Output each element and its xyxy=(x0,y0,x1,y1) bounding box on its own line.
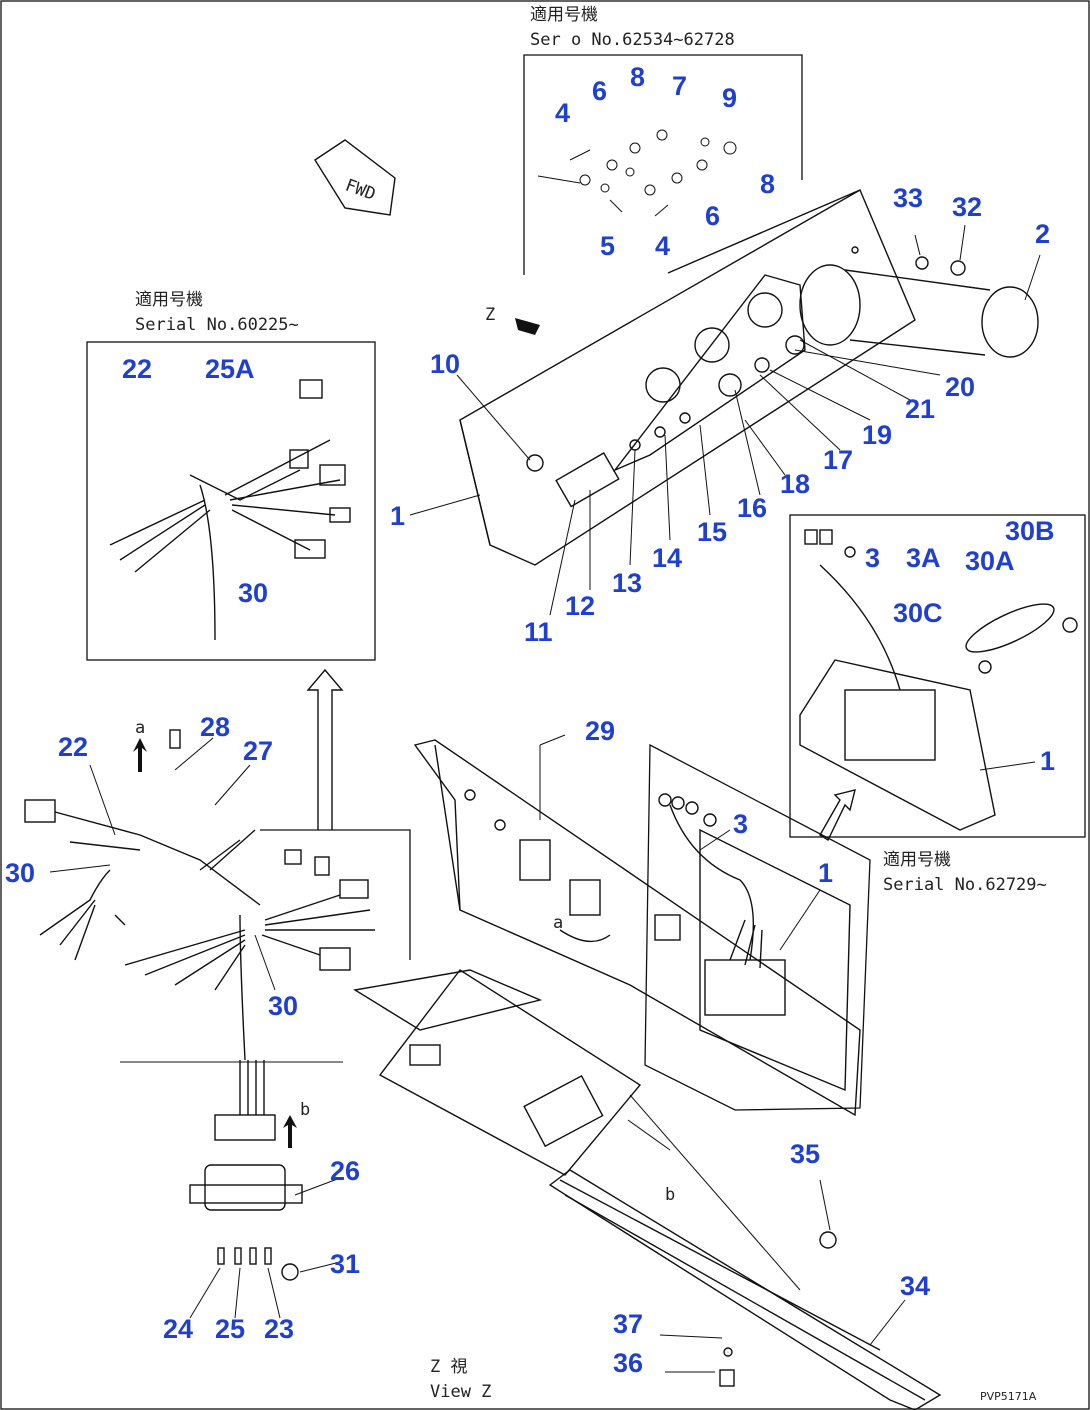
callout-35: 35 xyxy=(790,1139,820,1169)
right-inset-serial: Serial No.62729~ xyxy=(883,875,1047,895)
callout-30-left: 30 xyxy=(5,858,35,888)
callout-20: 20 xyxy=(945,372,975,402)
fwd-arrow: FWD xyxy=(314,139,396,216)
z-marker: Z xyxy=(485,305,495,325)
callout-9: 9 xyxy=(722,83,737,113)
left-inset-frame xyxy=(86,341,376,661)
callout-3-lower: 3 xyxy=(733,809,748,839)
callout-16: 16 xyxy=(737,493,767,523)
callout-36: 36 xyxy=(613,1348,643,1378)
callout-22-inset: 22 xyxy=(122,354,152,384)
callout-8: 8 xyxy=(630,62,645,92)
lower-leaders xyxy=(539,734,1036,1373)
callout-1-top: 1 xyxy=(390,501,405,531)
callout-6b: 6 xyxy=(705,201,720,231)
right-inset-harness xyxy=(799,529,1078,831)
callout-13: 13 xyxy=(612,568,642,598)
dashboard-leaders xyxy=(409,224,1041,616)
top-inset-jp-label: 適用号機 xyxy=(530,5,598,25)
main-harness xyxy=(24,729,375,1141)
callout-29: 29 xyxy=(585,716,615,746)
callout-1-right: 1 xyxy=(1040,746,1055,776)
callout-34: 34 xyxy=(900,1271,930,1301)
arrow-a-up xyxy=(133,738,147,772)
callout-1-lower: 1 xyxy=(818,858,833,888)
marker-a-upper: a xyxy=(135,718,145,738)
callout-5: 5 xyxy=(600,231,615,261)
connector-26 xyxy=(189,1164,303,1281)
callout-18: 18 xyxy=(780,469,810,499)
callout-27: 27 xyxy=(243,736,273,766)
callout-10: 10 xyxy=(430,349,460,379)
gauge-lens xyxy=(799,264,1039,358)
callout-7: 7 xyxy=(672,71,687,101)
left-inset-jp-label: 適用号機 xyxy=(135,290,203,310)
right-inset-arrow xyxy=(819,789,856,842)
callout-8b: 8 xyxy=(760,169,775,199)
callout-6: 6 xyxy=(592,76,607,106)
callout-37: 37 xyxy=(613,1309,643,1339)
callout-30C: 30C xyxy=(893,598,943,628)
callout-11: 11 xyxy=(524,617,553,647)
callout-14: 14 xyxy=(652,543,682,573)
callout-15: 15 xyxy=(697,517,727,547)
lower-inset-harness xyxy=(658,793,851,1092)
lower-inset-frame xyxy=(644,743,871,1111)
callout-19: 19 xyxy=(862,420,892,450)
callout-33: 33 xyxy=(893,183,923,213)
callout-4: 4 xyxy=(555,98,570,128)
right-inset-frame xyxy=(789,514,1086,838)
callout-31: 31 xyxy=(330,1249,360,1279)
callout-26: 26 xyxy=(330,1156,360,1186)
callout-30-inset: 30 xyxy=(238,578,268,608)
callout-21: 21 xyxy=(905,394,935,424)
marker-b-upper: b xyxy=(300,1100,310,1120)
callout-4b: 4 xyxy=(655,231,670,261)
callout-24: 24 xyxy=(163,1314,193,1344)
callout-3A: 3A xyxy=(906,543,941,573)
marker-b-lower: b xyxy=(665,1185,675,1205)
right-inset-jp-label: 適用号機 xyxy=(883,850,951,870)
callout-23: 23 xyxy=(264,1314,294,1344)
callout-30B: 30B xyxy=(1005,516,1055,546)
callout-25A: 25A xyxy=(205,354,255,384)
doc-code: PVP5171A xyxy=(980,1390,1037,1403)
callout-28: 28 xyxy=(200,712,230,742)
top-inset-switches xyxy=(537,129,737,217)
callout-32: 32 xyxy=(952,192,982,222)
top-inset-frame xyxy=(523,54,803,275)
left-inset-serial: Serial No.60225~ xyxy=(135,315,299,335)
mounting-rail xyxy=(548,1169,942,1410)
arrow-b-up xyxy=(283,1115,297,1148)
left-inset-harness xyxy=(109,379,351,641)
callout-labels: 4 6 8 7 9 8 6 4 5 33 32 2 20 21 19 17 18… xyxy=(5,62,1055,1378)
callout-12: 12 xyxy=(565,591,595,621)
marker-a-lower: a xyxy=(553,913,563,933)
main-harness-box xyxy=(260,829,411,960)
callout-30-main: 30 xyxy=(268,991,298,1021)
callout-25: 25 xyxy=(215,1314,245,1344)
dashboard-panel xyxy=(459,188,966,566)
transition-arrow-up xyxy=(306,668,344,830)
callout-3: 3 xyxy=(865,543,880,573)
callout-17: 17 xyxy=(823,445,853,475)
top-inset-serial: Ser o No.62534~62728 xyxy=(530,30,735,50)
z-arrow xyxy=(515,318,540,335)
svg-text:FWD: FWD xyxy=(342,175,378,204)
main-harness-leaders xyxy=(49,737,341,1319)
view-label: View Z xyxy=(430,1382,491,1402)
view-label-jp: Z 視 xyxy=(430,1357,467,1377)
lower-dashboard xyxy=(353,739,861,1176)
callout-22: 22 xyxy=(58,732,88,762)
callout-2: 2 xyxy=(1035,219,1050,249)
callout-30A: 30A xyxy=(965,546,1015,576)
